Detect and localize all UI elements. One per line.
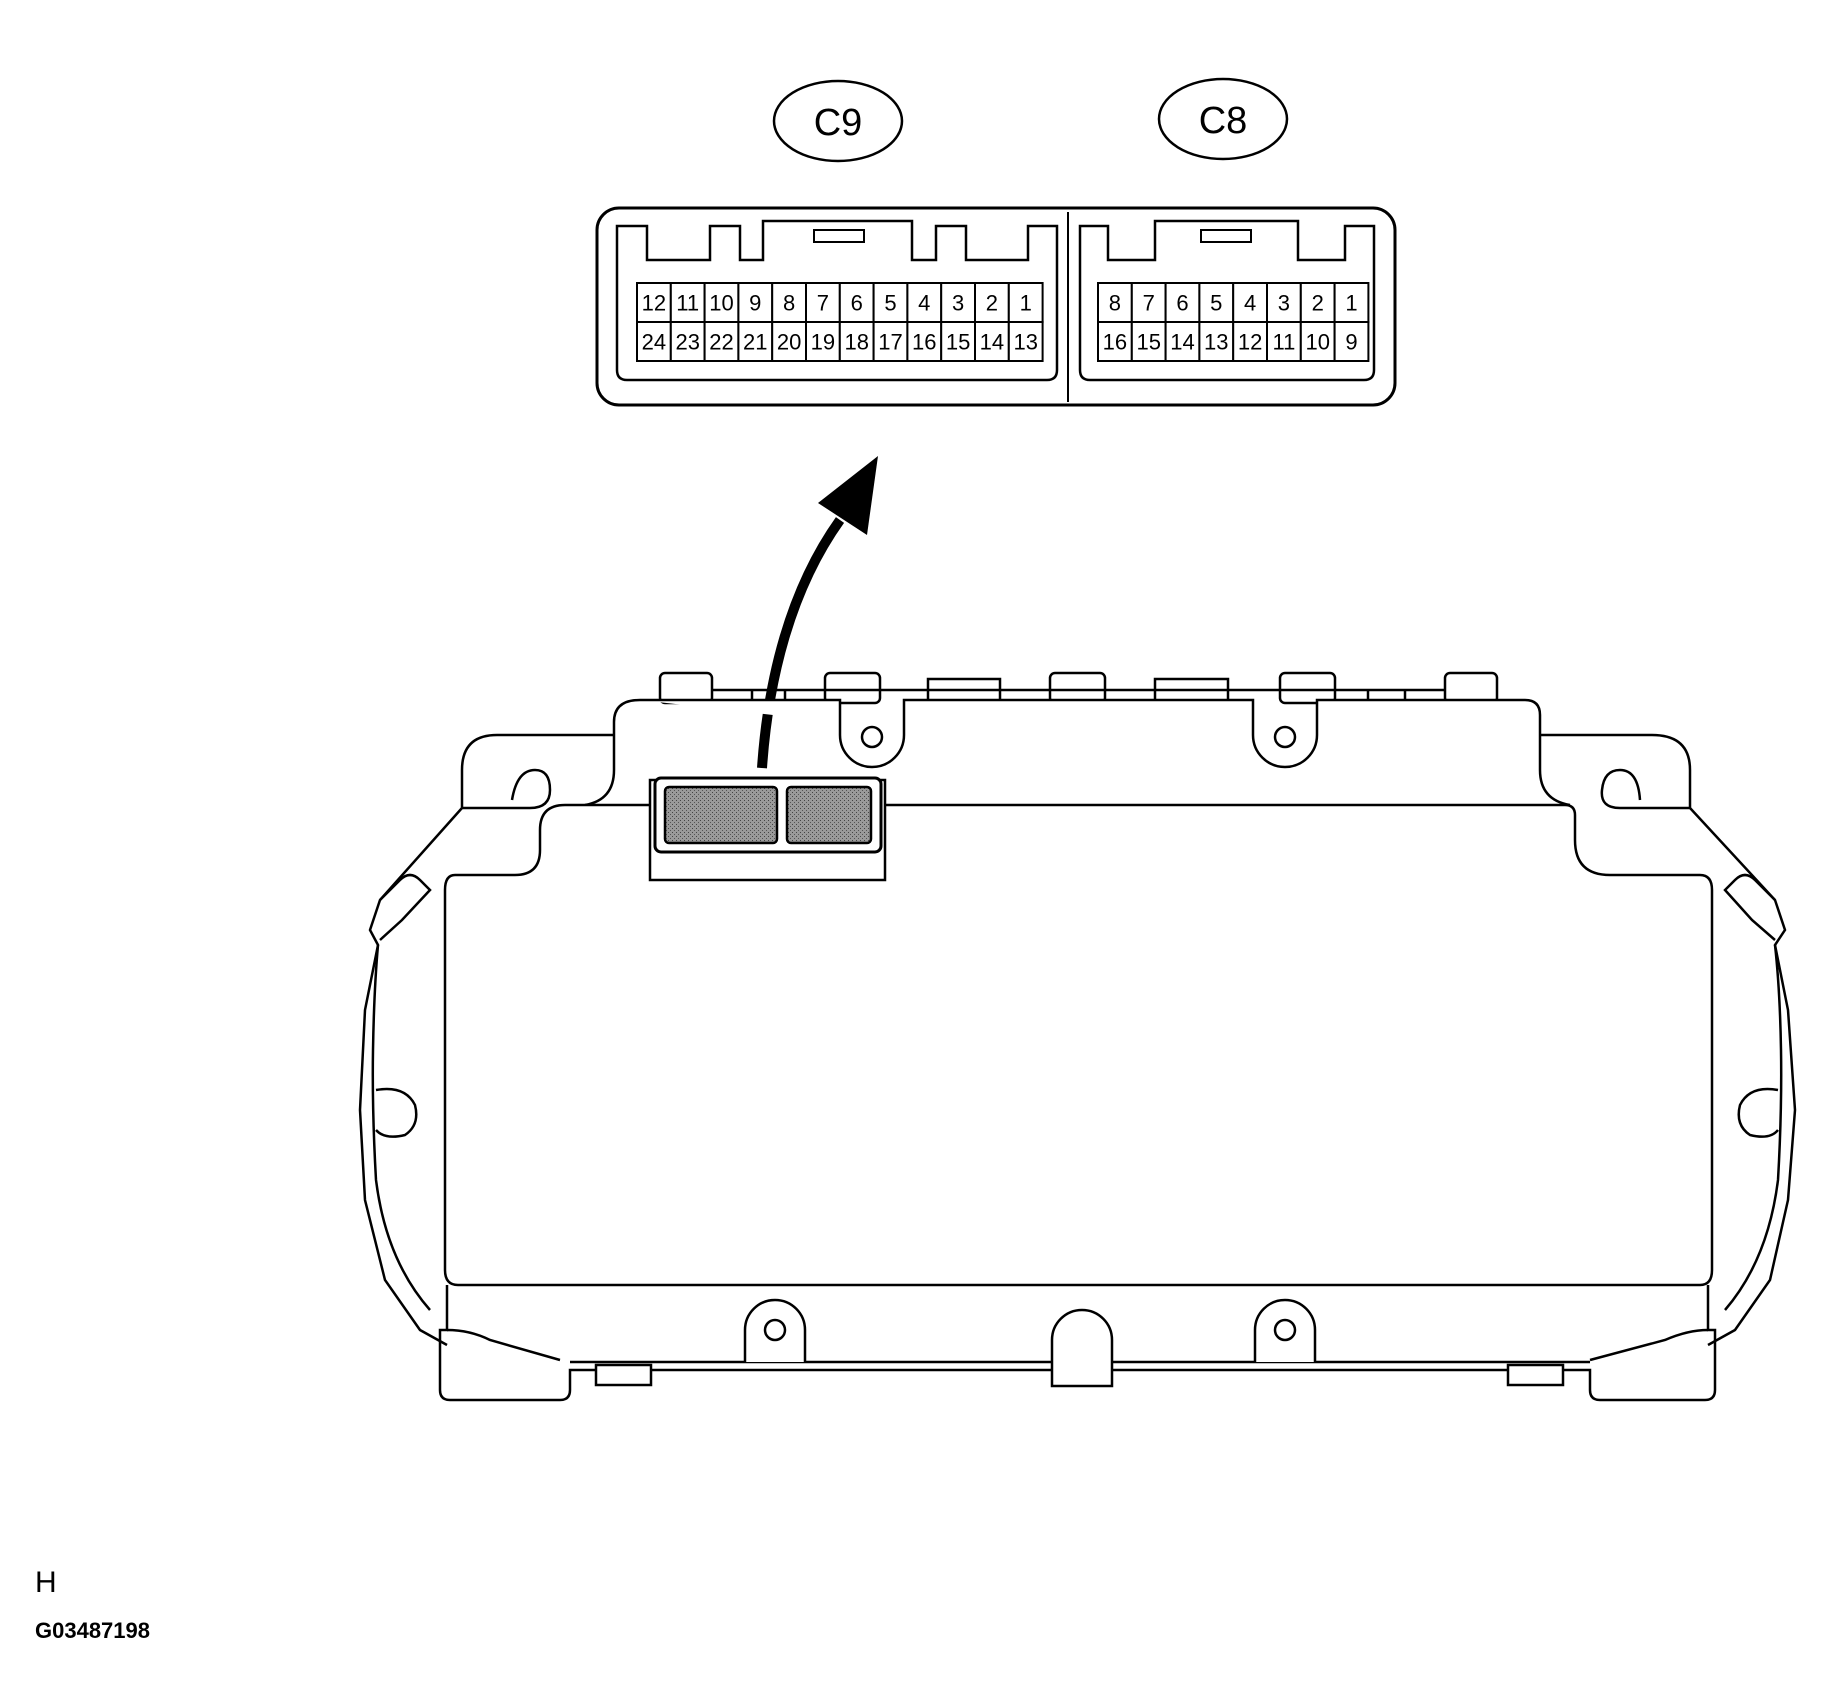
pin-number: 20 (777, 330, 801, 355)
pin-cell (1097, 282, 1133, 323)
pin-number: 12 (642, 291, 666, 316)
pin-cell (1007, 321, 1044, 362)
combination-meter-body (358, 671, 1797, 1402)
pin-cell (1097, 321, 1133, 362)
pin-number: 9 (1345, 330, 1357, 355)
pin-number: 4 (1244, 291, 1256, 316)
pin-cell (906, 321, 943, 362)
pin-cell (1299, 321, 1336, 362)
pin-cell (940, 282, 977, 323)
pin-number: 10 (709, 291, 733, 316)
pin-number: 13 (1013, 330, 1037, 355)
pin-number: 13 (1204, 330, 1228, 355)
pin-number: 6 (1176, 291, 1188, 316)
pin-number: 5 (1210, 291, 1222, 316)
pin-number: 5 (884, 291, 896, 316)
pin-number: 21 (743, 330, 767, 355)
pin-cell (1198, 282, 1235, 323)
connector-tag-c8: C8 (1157, 77, 1289, 161)
pin-cell (1130, 321, 1167, 362)
pin-number: 12 (1238, 330, 1262, 355)
meter-connector-c9 (663, 785, 779, 845)
pin-number: 7 (1143, 291, 1155, 316)
pin-number: 10 (1305, 330, 1329, 355)
pin-number: 19 (811, 330, 835, 355)
pin-cell (1333, 321, 1370, 362)
pin-number: 9 (749, 291, 761, 316)
pin-cell (1007, 282, 1044, 323)
pin-number: 16 (1103, 330, 1127, 355)
pin-number: 1 (1020, 291, 1032, 316)
pin-number: 8 (783, 291, 795, 316)
pin-number: 4 (918, 291, 930, 316)
pin-number: 6 (851, 291, 863, 316)
connector-label-c8: C8 (1199, 100, 1248, 142)
connector-label-c9: C9 (814, 102, 863, 144)
pin-cell (1130, 282, 1167, 323)
meter-connectors (653, 776, 883, 854)
pin-cell (805, 282, 841, 323)
view-letter: H (35, 1566, 57, 1599)
pin-cell (974, 282, 1010, 323)
pin-number: 7 (817, 291, 829, 316)
pin-number: 2 (1312, 291, 1324, 316)
pin-number: 23 (675, 330, 699, 355)
pin-number: 11 (676, 291, 699, 316)
pin-number: 3 (1278, 291, 1290, 316)
pin-number: 17 (878, 330, 902, 355)
pin-number: 22 (709, 330, 733, 355)
pin-number: 15 (946, 330, 970, 355)
pin-number: 1 (1345, 291, 1357, 316)
pin-number: 15 (1136, 330, 1160, 355)
pin-cell (940, 321, 977, 362)
pin-cell (1198, 321, 1235, 362)
pin-number: 2 (986, 291, 998, 316)
figure-code: G03487198 (35, 1618, 150, 1643)
meter-connector-c8 (785, 785, 873, 845)
pin-number: 11 (1272, 330, 1295, 355)
pin-number: 14 (1170, 330, 1194, 355)
pin-cell (703, 321, 740, 362)
pin-cell (737, 282, 774, 323)
pointer-arrow (757, 456, 878, 769)
pin-cell (703, 282, 740, 323)
pin-number: 24 (642, 330, 666, 355)
pin-number: 3 (952, 291, 964, 316)
connector-tag-c9: C9 (772, 79, 904, 163)
pin-number: 8 (1109, 291, 1121, 316)
pin-number: 18 (844, 330, 868, 355)
pin-cell (872, 282, 909, 323)
pin-number: 14 (980, 330, 1004, 355)
pin-cell (1266, 321, 1302, 362)
pin-number: 16 (912, 330, 936, 355)
